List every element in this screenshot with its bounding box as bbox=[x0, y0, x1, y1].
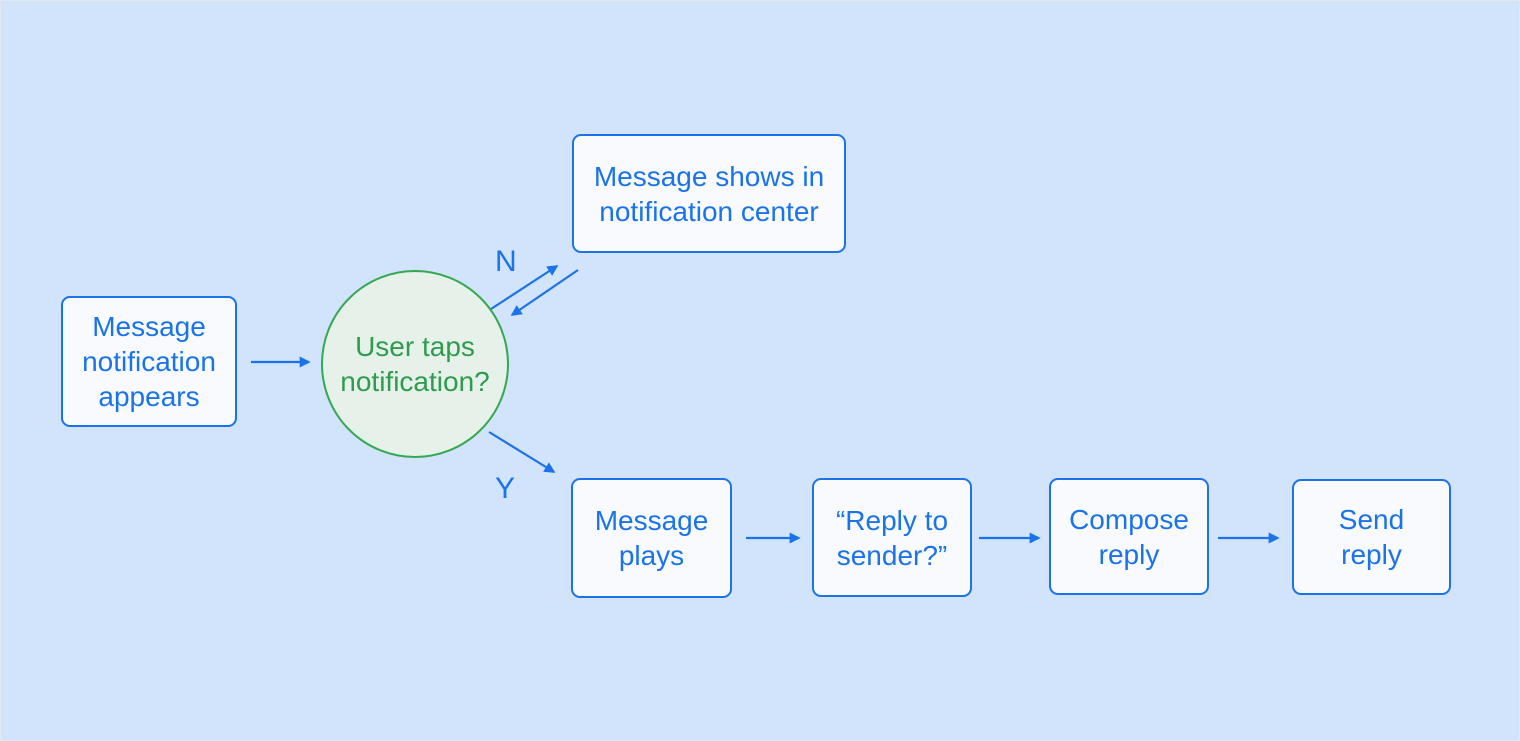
node-message-plays: Message plays bbox=[571, 478, 732, 598]
node-send-reply: Send reply bbox=[1292, 479, 1451, 595]
edge-label-no: N bbox=[495, 245, 517, 278]
edge-decision-to-plays bbox=[488, 431, 556, 473]
node-message-notification-appears: Message notification appears bbox=[61, 296, 237, 427]
node-compose-reply: Compose reply bbox=[1049, 478, 1209, 595]
edge-label-yes: Y bbox=[495, 472, 516, 505]
node-message-shows-in-notification-center: Message shows in notification center bbox=[572, 134, 846, 253]
node-user-taps-notification-decision: User taps notification? bbox=[321, 270, 509, 458]
edge-shows-to-decision bbox=[510, 269, 579, 316]
node-reply-to-sender: “Reply to sender?” bbox=[812, 478, 972, 597]
